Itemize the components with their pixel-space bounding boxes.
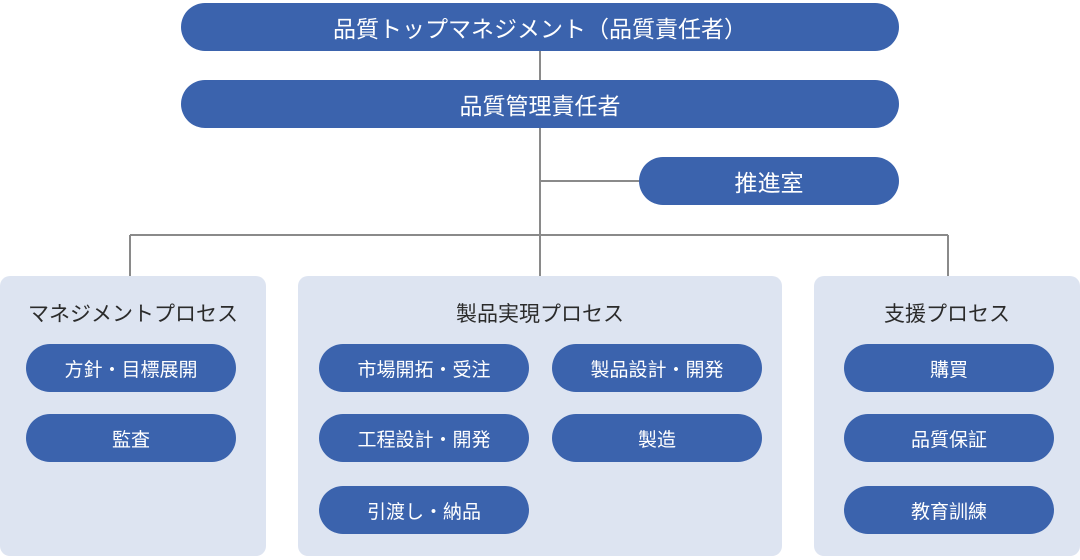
top-management-box: 品質トップマネジメント（品質責任者） bbox=[181, 3, 899, 51]
realization-item: 工程設計・開発 bbox=[319, 414, 529, 462]
management-item: 方針・目標展開 bbox=[26, 344, 236, 392]
top-management-label: 品質トップマネジメント（品質責任者） bbox=[333, 17, 747, 43]
realization-process-title: 製品実現プロセス bbox=[456, 302, 624, 326]
realization-item: 引渡し・納品 bbox=[319, 486, 529, 534]
realization-item-label: 市場開拓・受注 bbox=[357, 358, 491, 381]
management-process-title: マネジメントプロセス bbox=[28, 302, 238, 326]
support-item: 品質保証 bbox=[844, 414, 1054, 462]
support-item-label: 教育訓練 bbox=[910, 500, 987, 523]
realization-item-label: 引渡し・納品 bbox=[366, 500, 481, 523]
realization-item-label: 工程設計・開発 bbox=[357, 428, 491, 451]
realization-item-label: 製造 bbox=[637, 428, 676, 451]
realization-item: 製品設計・開発 bbox=[552, 344, 762, 392]
support-item-label: 購買 bbox=[929, 358, 968, 381]
support-item: 教育訓練 bbox=[844, 486, 1054, 534]
support-process-title: 支援プロセス bbox=[884, 302, 1010, 326]
management-item: 監査 bbox=[26, 414, 236, 462]
management-item-label: 監査 bbox=[111, 428, 150, 451]
support-item: 購買 bbox=[844, 344, 1054, 392]
quality-manager-box: 品質管理責任者 bbox=[181, 80, 899, 128]
quality-manager-label: 品質管理責任者 bbox=[459, 94, 621, 120]
management-item-label: 方針・目標展開 bbox=[64, 358, 198, 381]
realization-item: 市場開拓・受注 bbox=[319, 344, 529, 392]
promotion-office-label: 推進室 bbox=[734, 171, 804, 197]
support-item-label: 品質保証 bbox=[910, 428, 987, 451]
realization-item: 製造 bbox=[552, 414, 762, 462]
realization-item-label: 製品設計・開発 bbox=[590, 358, 724, 381]
promotion-office-box: 推進室 bbox=[639, 157, 899, 205]
